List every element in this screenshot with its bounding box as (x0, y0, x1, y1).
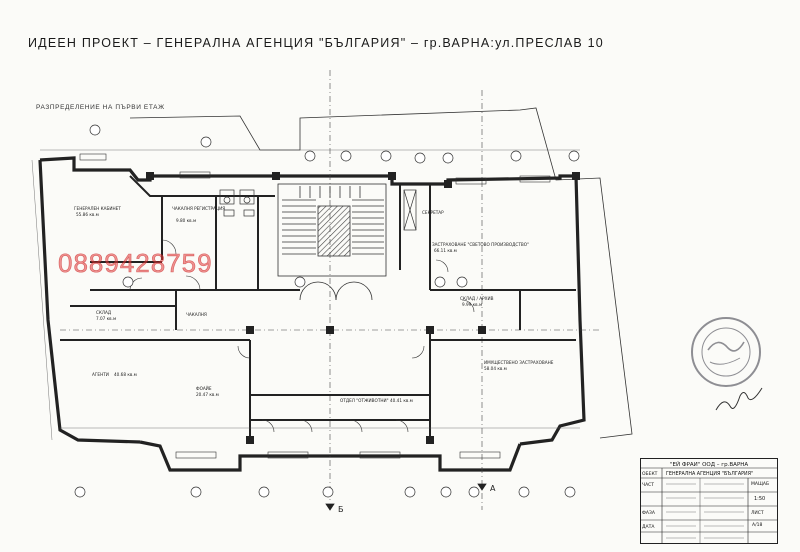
tb-object-label: ОБЕКТ (642, 471, 658, 477)
room-label: АГЕНТИ (92, 372, 109, 377)
wc-fixtures (219, 189, 417, 231)
axis-letter-b: Б (338, 505, 344, 514)
drawing-title: ИДЕЕН ПРОЕКТ – ГЕНЕРАЛНА АГЕНЦИЯ "БЪЛГАР… (28, 36, 604, 50)
tb-company: "ЕЙ ФРАИ" ООД – гр.ВАРНА (670, 461, 748, 468)
room-area: 20.47 кв.м (196, 392, 219, 397)
columns (146, 172, 580, 444)
room-label: СКЛАД / АРХИВ (460, 296, 494, 301)
title-block: "ЕЙ ФРАИ" ООД – гр.ВАРНА ОБЕКТ ГЕНЕРАЛНА… (640, 458, 778, 544)
dimension-lines (31, 149, 580, 441)
room-area: 40.68 кв.м (114, 372, 137, 377)
tb-scale-value: 1:50 (754, 496, 765, 502)
room-label: ЗАСТРАХОВАНЕ "СВЕТОВО ПРОИЗВОДСТВО" (432, 242, 529, 247)
room-label: ЧАКАЛНЯ РЕГИСТРАЦИЯ (172, 206, 225, 211)
room-label: ОТДЕЛ "ОТЖИВОТНИ" (340, 398, 389, 403)
tb-date-label: ДАТА (642, 524, 655, 530)
room-label: СКЛАД (96, 310, 112, 315)
plan-label: РАЗПРЕДЕЛЕНИЕ НА ПЪРВИ ЕТАЖ (36, 104, 165, 111)
room-area: 40.41 кв.м (390, 398, 413, 403)
tb-part-label: ЧАСТ (642, 482, 654, 488)
room-area: 7.07 кв.м (96, 316, 116, 321)
staircase (277, 183, 387, 301)
signature (715, 387, 763, 411)
room-label: ЧАКАЛНЯ (186, 312, 207, 317)
interior-walls (60, 175, 576, 440)
phone-watermark: 0889428759 (58, 248, 213, 279)
room-area: 55.86 кв.м (76, 212, 99, 217)
section-markers (325, 483, 487, 511)
outer-walls (38, 156, 586, 472)
windows (79, 153, 551, 459)
room-label: СЕКРЕТАР (422, 210, 444, 215)
tb-phase-label: ФАЗА (642, 510, 656, 516)
axis-bubbles (74, 124, 580, 498)
tb-sheet-label: ЛИСТ (751, 510, 764, 516)
room-area: 9.99 кв.м (462, 302, 482, 307)
door-swings (129, 239, 475, 433)
seal-stamp (691, 317, 761, 387)
lot-boundary (129, 107, 633, 439)
room-area: 58.04 кв.м (484, 366, 507, 371)
room-label: ИМУЩЕСТВЕНО ЗАСТРАХОВАНЕ (484, 360, 554, 365)
axis-letter-a: А (490, 484, 496, 493)
room-area: 66.11 кв.м (434, 248, 457, 253)
room-label: ФОАЙЕ (196, 386, 212, 391)
tb-scale-label: МАЩАБ (751, 481, 769, 487)
room-label: ГЕНЕРАЛЕН КАБИНЕТ (74, 206, 121, 211)
tb-object-value: ГЕНЕРАЛНА АГЕНЦИЯ "БЪЛГАРИЯ" (666, 471, 753, 477)
room-labels: ГЕНЕРАЛЕН КАБИНЕТ 55.86 кв.м ЧАКАЛНЯ РЕГ… (74, 206, 554, 403)
tb-sheet-value: А/18 (752, 522, 762, 528)
room-area: 9.80 кв.м (176, 218, 196, 223)
